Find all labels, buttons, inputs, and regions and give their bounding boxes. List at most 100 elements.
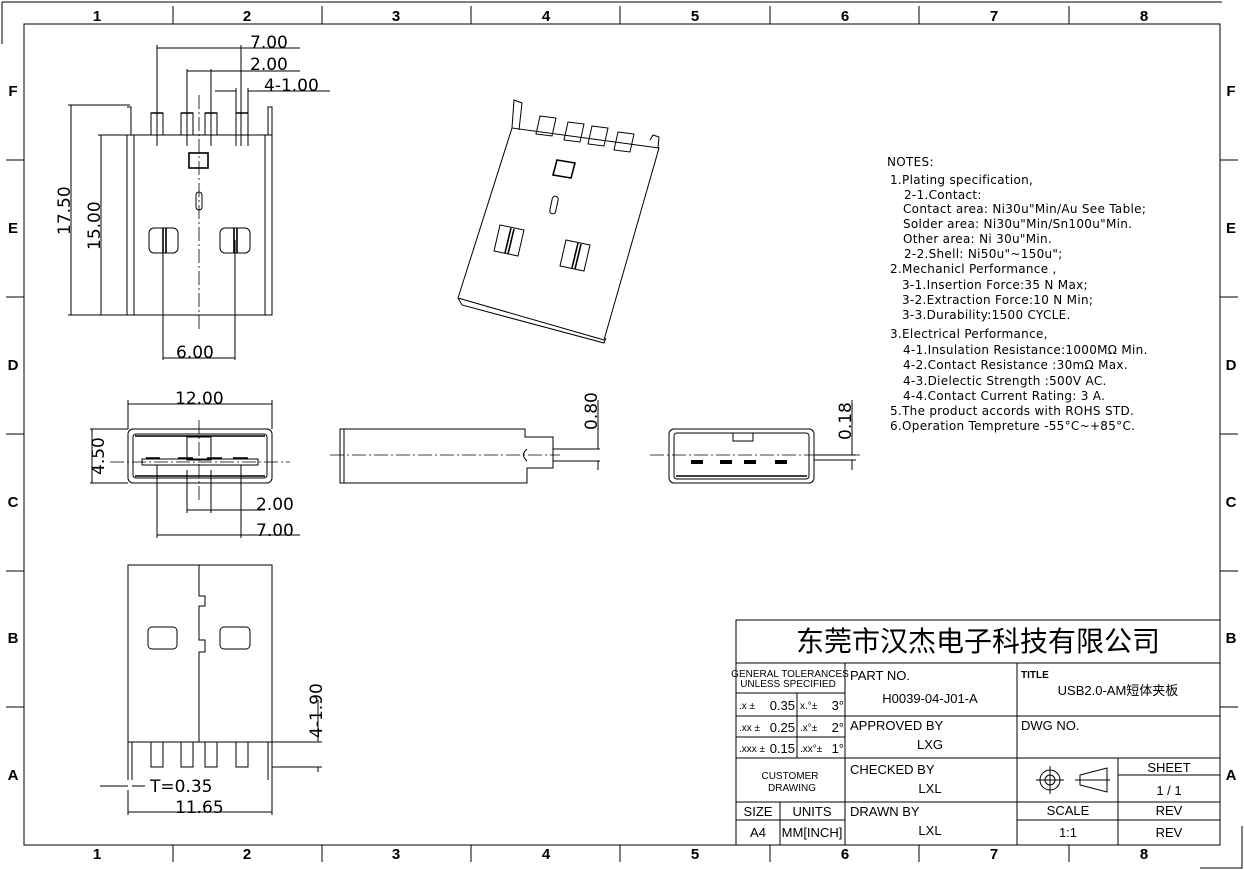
svg-text:4: 4 xyxy=(542,846,551,863)
title-block: 东莞市汉杰电子科技有限公司 GENERAL TOLERANCES UNLESS … xyxy=(731,619,1221,846)
svg-text:REV: REV xyxy=(1156,825,1183,840)
svg-text:USB2.0-AM短体夹板: USB2.0-AM短体夹板 xyxy=(1058,683,1179,698)
svg-text:REV: REV xyxy=(1156,803,1183,818)
svg-text:1°: 1° xyxy=(832,741,844,756)
svg-text:0.25: 0.25 xyxy=(770,720,795,735)
svg-text:E: E xyxy=(8,220,18,237)
svg-text:Contact area: Ni30u"Min/Au See: Contact area: Ni30u"Min/Au See Table; xyxy=(903,202,1146,216)
svg-text:C: C xyxy=(8,494,19,511)
svg-text:LXG: LXG xyxy=(917,737,943,752)
svg-text:6.Operation Tempreture -55°C~+: 6.Operation Tempreture -55°C~+85°C. xyxy=(890,419,1135,433)
svg-text:SHEET: SHEET xyxy=(1147,760,1190,775)
svg-text:D: D xyxy=(1226,357,1237,374)
svg-text:NOTES:: NOTES: xyxy=(887,155,934,169)
svg-text:4-3.Dielectic Strength :500V A: 4-3.Dielectic Strength :500V AC. xyxy=(903,374,1107,388)
svg-text:2: 2 xyxy=(243,846,251,863)
svg-text:8: 8 xyxy=(1140,846,1148,863)
svg-text:4-4.Contact Current Rating: 3: 4-4.Contact Current Rating: 3 A. xyxy=(903,389,1105,403)
svg-text:4-1.00: 4-1.00 xyxy=(264,76,319,96)
svg-text:3.Electrical Performance,: 3.Electrical Performance, xyxy=(890,327,1048,341)
svg-text:2-1.Contact:: 2-1.Contact: xyxy=(904,188,982,202)
svg-text:APPROVED BY: APPROVED BY xyxy=(850,718,944,733)
svg-text:SCALE: SCALE xyxy=(1047,803,1090,818)
svg-text:5: 5 xyxy=(691,8,699,25)
svg-text:3-3.Durability:1500 CYCLE.: 3-3.Durability:1500 CYCLE. xyxy=(902,308,1071,322)
svg-text:2.Mechanicl Performance ,: 2.Mechanicl Performance , xyxy=(890,262,1057,276)
projection-symbol-icon xyxy=(1036,766,1110,794)
svg-text:.xx°±: .xx°± xyxy=(800,744,823,755)
svg-text:CHECKED BY: CHECKED BY xyxy=(850,762,935,777)
svg-text:7.00: 7.00 xyxy=(256,521,294,541)
svg-text:4-1.Insulation Resistance:1000: 4-1.Insulation Resistance:1000MΩ Min. xyxy=(903,343,1148,357)
svg-text:1.Plating specification,: 1.Plating specification, xyxy=(890,173,1033,187)
svg-text:B: B xyxy=(1226,630,1237,647)
svg-text:3-1.Insertion Force:35 N Max;: 3-1.Insertion Force:35 N Max; xyxy=(902,278,1088,292)
svg-text:8: 8 xyxy=(1140,8,1148,25)
svg-text:E: E xyxy=(1226,220,1236,237)
svg-text:F: F xyxy=(1226,83,1235,100)
svg-text:0.15: 0.15 xyxy=(770,741,795,756)
svg-text:.xx ±: .xx ± xyxy=(739,723,761,734)
svg-text:2.00: 2.00 xyxy=(250,55,288,75)
svg-text:F: F xyxy=(8,83,17,100)
svg-text:0.80: 0.80 xyxy=(582,392,602,430)
svg-text:.xxx ±: .xxx ± xyxy=(739,744,766,755)
end-view: 0.18 xyxy=(650,400,860,484)
svg-text:3°: 3° xyxy=(832,698,844,713)
svg-text:UNITS: UNITS xyxy=(793,804,832,819)
svg-text:1: 1 xyxy=(93,846,101,863)
svg-text:TITLE: TITLE xyxy=(1021,670,1049,681)
isometric-view xyxy=(457,99,660,344)
svg-text:6.00: 6.00 xyxy=(176,343,214,363)
svg-text:2: 2 xyxy=(243,8,251,25)
svg-text:A: A xyxy=(1226,767,1237,784)
svg-text:1:1: 1:1 xyxy=(1059,825,1077,840)
svg-text:UNLESS SPECIFIED: UNLESS SPECIFIED xyxy=(740,679,836,690)
svg-text:GENERAL TOLERANCES: GENERAL TOLERANCES xyxy=(731,669,849,680)
svg-text:DRAWING: DRAWING xyxy=(768,783,816,794)
svg-text:4: 4 xyxy=(542,8,551,25)
svg-text:11.65: 11.65 xyxy=(175,798,224,818)
svg-text:LXL: LXL xyxy=(918,823,941,838)
svg-text:4.50: 4.50 xyxy=(89,437,109,475)
svg-text:DWG NO.: DWG NO. xyxy=(1021,718,1080,733)
svg-text:A4: A4 xyxy=(750,825,766,840)
svg-text:DRAWN BY: DRAWN BY xyxy=(850,804,920,819)
svg-text:PART NO.: PART NO. xyxy=(850,668,910,683)
svg-text:LXL: LXL xyxy=(918,781,941,796)
svg-text:0.35: 0.35 xyxy=(770,698,795,713)
svg-text:.x°±: .x°± xyxy=(800,723,818,734)
svg-text:7.00: 7.00 xyxy=(250,33,288,53)
svg-text:15.00: 15.00 xyxy=(85,201,105,250)
svg-text:.x ±: .x ± xyxy=(739,701,756,712)
svg-text:6: 6 xyxy=(841,846,849,863)
svg-text:3: 3 xyxy=(392,846,400,863)
svg-text:MM[INCH]: MM[INCH] xyxy=(782,825,843,840)
svg-text:7: 7 xyxy=(990,8,998,25)
svg-text:6: 6 xyxy=(841,8,849,25)
side-view: 0.80 xyxy=(330,392,602,484)
svg-text:5.The product accords with ROH: 5.The product accords with ROHS STD. xyxy=(890,404,1134,418)
svg-text:Other area: Ni 30u"Min.: Other area: Ni 30u"Min. xyxy=(903,232,1052,246)
svg-text:3: 3 xyxy=(392,8,400,25)
svg-text:1: 1 xyxy=(93,8,101,25)
svg-text:x.°±: x.°± xyxy=(800,701,818,712)
grid-ticks xyxy=(6,6,1238,862)
svg-text:5: 5 xyxy=(691,846,699,863)
svg-text:SIZE: SIZE xyxy=(744,804,773,819)
svg-text:2-2.Shell: Ni50u"~150u";: 2-2.Shell: Ni50u"~150u"; xyxy=(904,247,1063,261)
svg-text:4-2.Contact Resistance :30mΩ M: 4-2.Contact Resistance :30mΩ Max. xyxy=(903,358,1128,372)
grid-labels: 1 2 3 4 5 6 7 8 1 2 3 4 5 6 7 8 F E D C … xyxy=(8,8,1237,863)
top-view: 7.00 2.00 4-1.00 17.50 15.00 6.00 xyxy=(55,33,330,363)
svg-text:4-1.90: 4-1.90 xyxy=(307,683,327,738)
svg-text:0.18: 0.18 xyxy=(836,402,856,440)
company-name: 东莞市汉杰电子科技有限公司 xyxy=(796,625,1160,658)
svg-text:12.00: 12.00 xyxy=(175,389,224,409)
bottom-view: 4-1.90 T=0.35 11.65 xyxy=(100,564,327,818)
svg-text:D: D xyxy=(8,357,19,374)
svg-text:T=0.35: T=0.35 xyxy=(149,777,212,797)
svg-text:7: 7 xyxy=(990,846,998,863)
svg-text:2°: 2° xyxy=(832,720,844,735)
